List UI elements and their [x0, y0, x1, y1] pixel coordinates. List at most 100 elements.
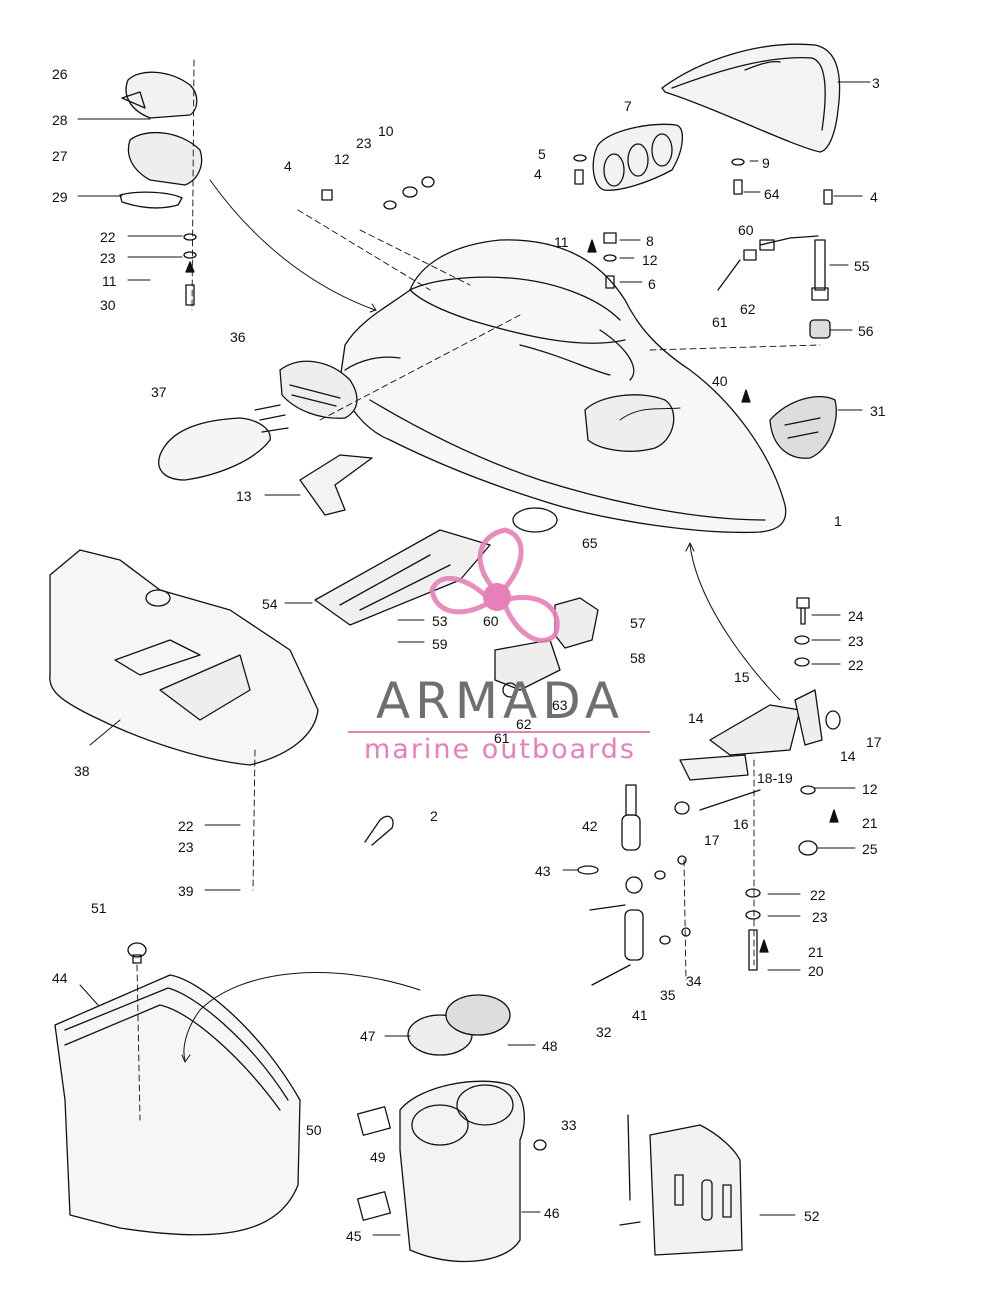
callout-c14a: 14 [688, 710, 704, 726]
callout-c27: 27 [52, 148, 68, 164]
callout-c25: 25 [862, 841, 878, 857]
callout-c13: 13 [236, 488, 252, 504]
callout-c32: 32 [596, 1024, 612, 1040]
callout-c16: 16 [733, 816, 749, 832]
callout-c62b: 62 [516, 716, 532, 732]
callout-c24: 24 [848, 608, 864, 624]
callout-c56: 56 [858, 323, 874, 339]
callout-c62a: 62 [740, 301, 756, 317]
callout-c51: 51 [91, 900, 107, 916]
callout-c50: 50 [306, 1122, 322, 1138]
callout-c58: 58 [630, 650, 646, 666]
callout-c22c: 22 [178, 818, 194, 834]
callout-c14b: 14 [840, 748, 856, 764]
gas-spring-part [577, 784, 691, 986]
callout-c36: 36 [230, 329, 246, 345]
callout-c34: 34 [686, 973, 702, 989]
callout-c23c: 23 [848, 633, 864, 649]
windshield-part [661, 43, 841, 153]
callout-c29: 29 [52, 189, 68, 205]
callout-c4b: 4 [534, 166, 542, 182]
callout-c4a: 4 [284, 158, 292, 174]
callout-c7: 7 [624, 98, 632, 114]
callout-c4c: 4 [870, 189, 878, 205]
callout-c17a: 17 [866, 734, 882, 750]
electrical-module-part [494, 597, 599, 698]
knob-part [127, 942, 147, 964]
grab-handle-part [299, 454, 373, 516]
callout-c60b: 60 [483, 613, 499, 629]
callout-c38: 38 [74, 763, 90, 779]
callout-c9: 9 [762, 155, 770, 171]
callout-c48: 48 [542, 1038, 558, 1054]
callout-c64: 64 [764, 186, 780, 202]
callout-c22d: 22 [810, 887, 826, 903]
callout-c11b: 11 [554, 234, 569, 250]
assembly-axis-lines [136, 59, 821, 1121]
callout-c61b: 61 [494, 730, 510, 746]
callout-c12c: 12 [862, 781, 878, 797]
callout-c30: 30 [100, 297, 116, 313]
hardware-fasteners [183, 154, 833, 403]
vent-grille-part [769, 396, 837, 459]
callout-c12a: 12 [334, 151, 350, 167]
callout-c57: 57 [630, 615, 646, 631]
callout-c6: 6 [648, 276, 656, 292]
callout-c61a: 61 [712, 314, 728, 330]
callout-c11a: 11 [102, 273, 117, 289]
callout-c49: 49 [370, 1149, 386, 1165]
gasket-ring-part [512, 507, 558, 533]
callout-c23b: 23 [356, 135, 372, 151]
callout-c42: 42 [582, 818, 598, 834]
callout-c60a: 60 [738, 222, 754, 238]
callout-c3: 3 [872, 75, 880, 91]
callout-c17b: 17 [704, 832, 720, 848]
callout-c21a: 21 [862, 815, 878, 831]
callout-c33: 33 [561, 1117, 577, 1133]
leader-lines [77, 81, 871, 1236]
callout-c55: 55 [854, 258, 870, 274]
callout-c35: 35 [660, 987, 676, 1003]
callout-c63: 63 [552, 697, 568, 713]
callout-c15: 15 [734, 669, 750, 685]
vent-cover-part [158, 404, 289, 481]
storage-bin-part [54, 974, 301, 1236]
callout-c23d: 23 [178, 839, 194, 855]
callout-c1819: 18-19 [757, 770, 793, 786]
latch-bracket-part [119, 71, 203, 209]
lower-pan-part [49, 549, 319, 766]
callout-c41: 41 [632, 1007, 648, 1023]
callout-c45: 45 [346, 1228, 362, 1244]
callout-c46: 46 [544, 1205, 560, 1221]
callout-c31: 31 [870, 403, 886, 419]
callout-c47: 47 [360, 1028, 376, 1044]
callout-c43: 43 [535, 863, 551, 879]
callout-c5: 5 [538, 146, 546, 162]
engine-cover-plate-part [314, 529, 491, 626]
tool-kit-part [619, 1114, 743, 1256]
glovebox-tray-part [356, 994, 547, 1263]
callout-c8: 8 [646, 233, 654, 249]
callout-c12b: 12 [642, 252, 658, 268]
callout-c21b: 21 [808, 944, 824, 960]
steering-bracket-part [674, 597, 841, 971]
callout-c23e: 23 [812, 909, 828, 925]
callout-c54: 54 [262, 596, 278, 612]
callout-c26: 26 [52, 66, 68, 82]
callout-c59: 59 [432, 636, 448, 652]
clip-part [364, 815, 394, 846]
callout-c53: 53 [432, 613, 448, 629]
callout-c44: 44 [52, 970, 68, 986]
callout-c28: 28 [52, 112, 68, 128]
callout-c22b: 22 [848, 657, 864, 673]
callout-c39: 39 [178, 883, 194, 899]
callout-c52: 52 [804, 1208, 820, 1224]
callout-c23a: 23 [100, 250, 116, 266]
callout-c22a: 22 [100, 229, 116, 245]
gauge-cluster-part [592, 123, 683, 191]
callout-c65: 65 [582, 535, 598, 551]
callout-c1: 1 [834, 513, 842, 529]
callout-c2: 2 [430, 808, 438, 824]
